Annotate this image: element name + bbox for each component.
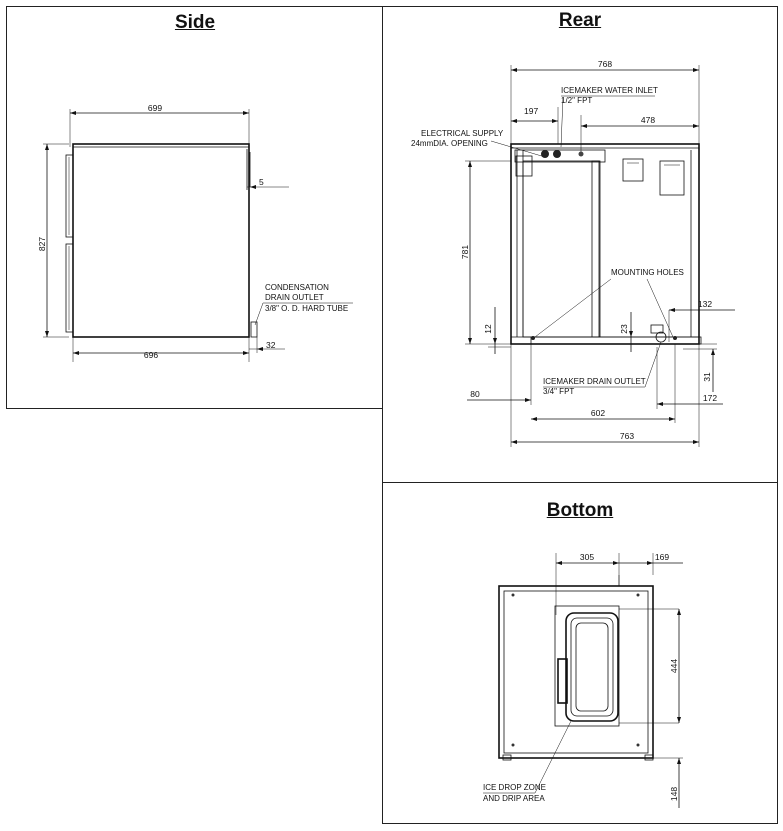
bottom-view-drawing: 305 169 444: [483, 552, 683, 808]
cabinet-side: [65, 143, 258, 338]
dim-label: 23: [619, 324, 629, 334]
dim-label: 32: [266, 340, 276, 350]
note-line: ICEMAKER WATER INLET: [561, 86, 658, 95]
dim-left-827: [43, 143, 69, 338]
dim-label: 827: [37, 237, 47, 251]
dim-label: 478: [641, 115, 655, 125]
dim-label: 12: [483, 324, 493, 334]
dim-label: 768: [598, 59, 612, 69]
dim-label: 31: [702, 372, 712, 382]
dim-mid-602: [531, 344, 676, 423]
dim-label: 763: [620, 431, 634, 441]
dim-label: 169: [655, 552, 669, 562]
dim-top-305-169: [555, 553, 683, 615]
dim-label: 148: [669, 787, 679, 801]
side-view-drawing: 699 827 5 CONDE: [37, 103, 353, 362]
dim-label: 602: [591, 408, 605, 418]
dim-label: 305: [580, 552, 594, 562]
dim-left-197: [511, 107, 559, 144]
dim-label: 132: [698, 299, 712, 309]
dim-left-80: [467, 344, 532, 405]
side-view-title: Side: [174, 12, 216, 33]
dim-label: 197: [524, 106, 538, 116]
dim-right-478: [580, 115, 699, 152]
note-line: DRAIN OUTLET: [265, 293, 324, 302]
unit-bottom-outline: [498, 575, 679, 761]
dim-foot-12: [488, 307, 511, 354]
dim-label: 699: [148, 103, 162, 113]
note-line: 3/8" O. D. HARD TUBE: [265, 304, 348, 313]
dim-drain-172: [656, 347, 723, 409]
note-line: ELECTRICAL SUPPLY: [421, 129, 504, 138]
dim-label: 172: [703, 393, 717, 403]
note-line: 3/4" FPT: [543, 387, 574, 396]
dim-bottom-763: [510, 344, 700, 447]
note-line: CONDENSATION: [265, 283, 329, 292]
dim-label: 80: [470, 389, 480, 399]
dim-height-444: [677, 609, 681, 723]
rear-view-title: Rear: [558, 10, 602, 31]
rear-view-drawing: 768 ICEMAKER WATER INLET 1/2" FPT 197 47…: [411, 59, 735, 447]
note-line: 24mmDIA. OPENING: [411, 139, 488, 148]
note-line: 1/2" FPT: [561, 96, 592, 105]
note-line: MOUNTING HOLES: [611, 268, 684, 277]
dim-foot-23: [629, 312, 633, 352]
bottom-view-panel: Bottom 305 169: [382, 482, 778, 824]
dim-label: 444: [669, 659, 679, 673]
dim-drain-32: [249, 337, 285, 353]
dim-top-699: [69, 109, 250, 147]
note-line: ICEMAKER DRAIN OUTLET: [543, 377, 646, 386]
cabinet-rear: [510, 143, 702, 345]
note-line: AND DRIP AREA: [483, 794, 545, 803]
side-view-panel: Side 699: [6, 6, 384, 409]
note-line: ICE DROP ZONE: [483, 783, 546, 792]
dim-base-696: [72, 337, 250, 362]
dim-gap-5: [247, 185, 289, 189]
dim-height-781: [465, 160, 511, 345]
dim-label: 781: [460, 245, 470, 259]
dim-label: 696: [144, 350, 158, 360]
dim-label: 5: [259, 177, 264, 187]
dim-right-132: [668, 308, 735, 342]
rear-view-panel: Rear 768 ICEMAKER WATER INLET 1/2" FPT 1…: [382, 6, 778, 484]
dim-top-768: [510, 65, 700, 144]
bottom-view-title: Bottom: [546, 500, 614, 521]
dim-drain-31: [683, 343, 717, 392]
dim-height-148: [653, 757, 683, 808]
